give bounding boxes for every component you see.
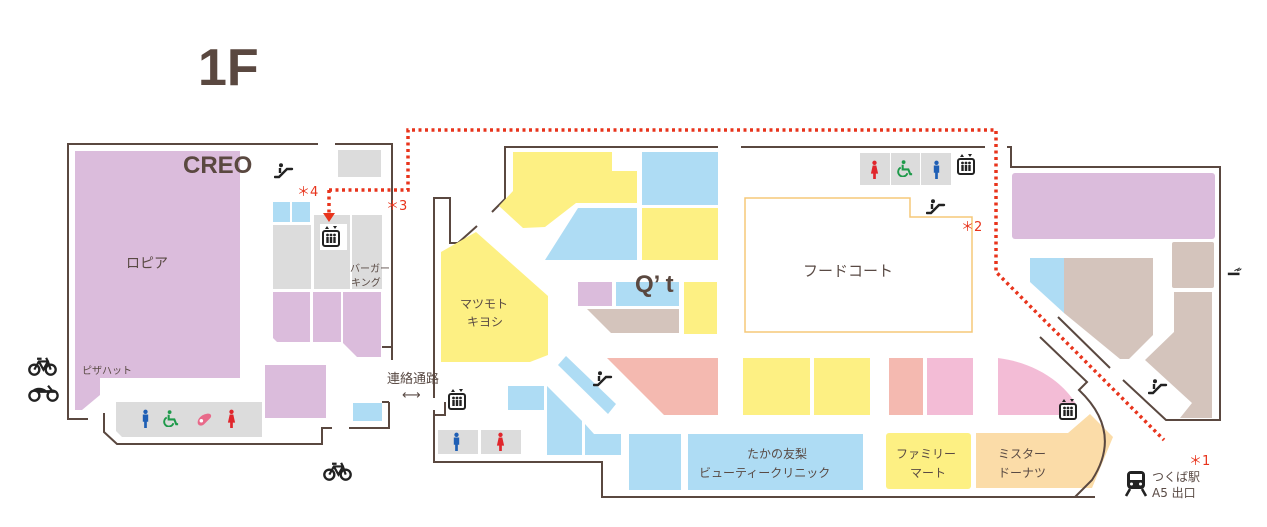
motorcycle-parking-icon (28, 384, 59, 402)
label-mister-donut-1: ミスター (998, 447, 1046, 461)
building-label-qt: Q’ t (635, 271, 674, 298)
label-tsukuba-station: つくば駅 (1152, 470, 1200, 484)
label-food-court: フードコート (803, 262, 893, 280)
accessible-route: ＊4 ＊3 ＊2 ＊1 (297, 128, 1210, 469)
label-mister-donut-2: ドーナツ (998, 466, 1046, 480)
store-east-4[interactable] (1145, 292, 1212, 418)
store-qt-c1[interactable] (578, 282, 612, 306)
store-pizza-hut-block[interactable] (75, 380, 100, 410)
note-4: ＊4 (297, 185, 318, 200)
bicycle-parking-icon-south (323, 461, 352, 481)
restroom-area-creo (116, 402, 262, 437)
store-creo-ne[interactable] (338, 150, 381, 177)
connection-arrow-icon: ⟷ (402, 388, 421, 403)
smoking-area-icon (1227, 267, 1242, 276)
label-familymart-2: マート (910, 466, 946, 480)
store-qt-c2[interactable] (616, 282, 679, 306)
label-pizza-hut: ピザハット (82, 365, 132, 377)
escalator-icon (593, 371, 613, 387)
note-2: ＊2 (961, 220, 982, 235)
label-connection-passage: 連絡通路 (387, 371, 439, 387)
escalator-icon (274, 163, 294, 179)
route-arrow-icon (323, 213, 335, 222)
store-mister-donut[interactable] (976, 414, 1113, 488)
store-qt-c3[interactable] (587, 309, 679, 333)
qt-building: Q’ t マツモト キヨシ フードコート たかの友梨 ビューティークリニック フ… (433, 146, 1113, 498)
store-qt-s1[interactable] (607, 358, 718, 415)
store-matsumoto-kiyoshi[interactable] (441, 232, 548, 362)
elevator-icon (448, 388, 466, 410)
note-1: ＊1 (1189, 454, 1210, 469)
store-east-1[interactable] (1012, 173, 1215, 239)
store-burger-king[interactable] (352, 215, 382, 289)
store-qt-n3[interactable] (545, 208, 637, 260)
label-burger-king-1: バーガー (350, 263, 390, 275)
label-familymart-1: ファミリー (896, 447, 956, 461)
label-exit-a5: A5 出口 (1152, 486, 1196, 500)
label-takano-2: ビューティークリニック (699, 466, 830, 480)
store-qt-c4[interactable] (684, 282, 717, 334)
label-takano-1: たかの友梨 (747, 447, 807, 461)
store-lopia[interactable] (75, 151, 240, 376)
note-3: ＊3 (386, 199, 407, 214)
store-familymart[interactable] (886, 433, 971, 489)
food-court-area[interactable] (744, 197, 973, 333)
train-icon (1124, 469, 1148, 497)
store-qt-s7[interactable] (629, 434, 681, 490)
store-qt-s2[interactable] (743, 358, 810, 415)
store-qt-s6[interactable] (998, 358, 1076, 415)
bicycle-parking-icon (28, 356, 57, 376)
east-building: つくば駅 A5 出口 (1007, 146, 1242, 500)
escalator-icon (1148, 379, 1168, 395)
escalator-icon (926, 199, 946, 215)
label-lopia: ロピア (126, 256, 168, 272)
store-qt-n2[interactable] (642, 152, 718, 205)
elevator-icon (957, 153, 975, 175)
building-label-creo: CREO (183, 152, 252, 179)
store-qt-s3[interactable] (814, 358, 870, 415)
store-creo-south[interactable] (265, 365, 326, 418)
floor-title: 1F (198, 39, 259, 97)
store-qt-n1[interactable] (499, 152, 637, 228)
store-east-3[interactable] (1172, 242, 1214, 288)
store-qt-n4[interactable] (642, 208, 718, 260)
store-qt-s4[interactable] (889, 358, 923, 415)
store-takano-yuri[interactable] (688, 434, 863, 490)
creo-building: CREO ロピア ピザハット バーガー キング (28, 143, 393, 481)
store-east-2[interactable] (1064, 258, 1153, 359)
store-qt-s5[interactable] (927, 358, 973, 415)
label-matsumoto-2: キヨシ (467, 315, 503, 329)
label-matsumoto-1: マツモト (460, 297, 508, 311)
label-burger-king-2: キング (351, 276, 381, 289)
